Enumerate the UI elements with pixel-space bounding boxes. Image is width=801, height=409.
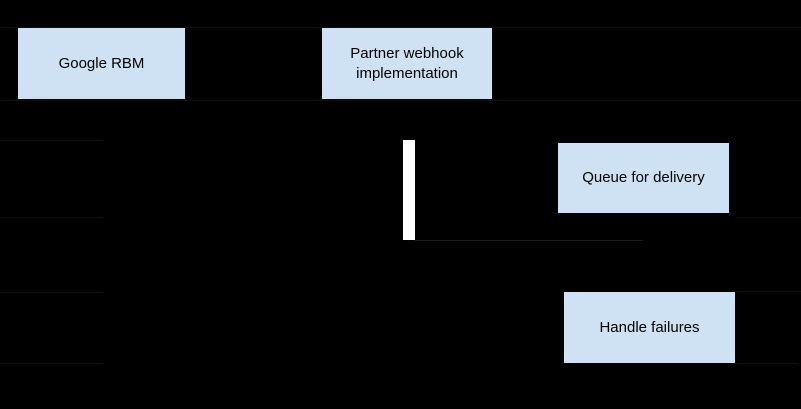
- row-divider-line: [0, 140, 103, 141]
- node-handle-failures: Handle failures: [564, 292, 735, 363]
- row-divider-line: [735, 363, 798, 364]
- node-google-rbm: Google RBM: [18, 28, 185, 99]
- node-label: Queue for delivery: [582, 169, 705, 186]
- row-divider-line: [0, 100, 801, 101]
- node-partner-webhook-implementation: Partner webhook implementation: [322, 28, 492, 99]
- row-divider-line: [0, 217, 103, 218]
- activation-bar: [403, 140, 415, 240]
- node-label: Handle failures: [599, 318, 700, 336]
- row-divider-line: [0, 292, 103, 293]
- node-label: Google RBM: [58, 54, 145, 72]
- node-label: Partner webhook implementation: [350, 44, 464, 82]
- row-divider-line: [0, 27, 801, 28]
- row-divider-line: [736, 291, 801, 292]
- message-arrow-line: [415, 240, 643, 241]
- node-queue-for-delivery: Queue for delivery: [558, 143, 729, 213]
- row-divider-line: [736, 217, 801, 218]
- row-divider-line: [0, 363, 103, 364]
